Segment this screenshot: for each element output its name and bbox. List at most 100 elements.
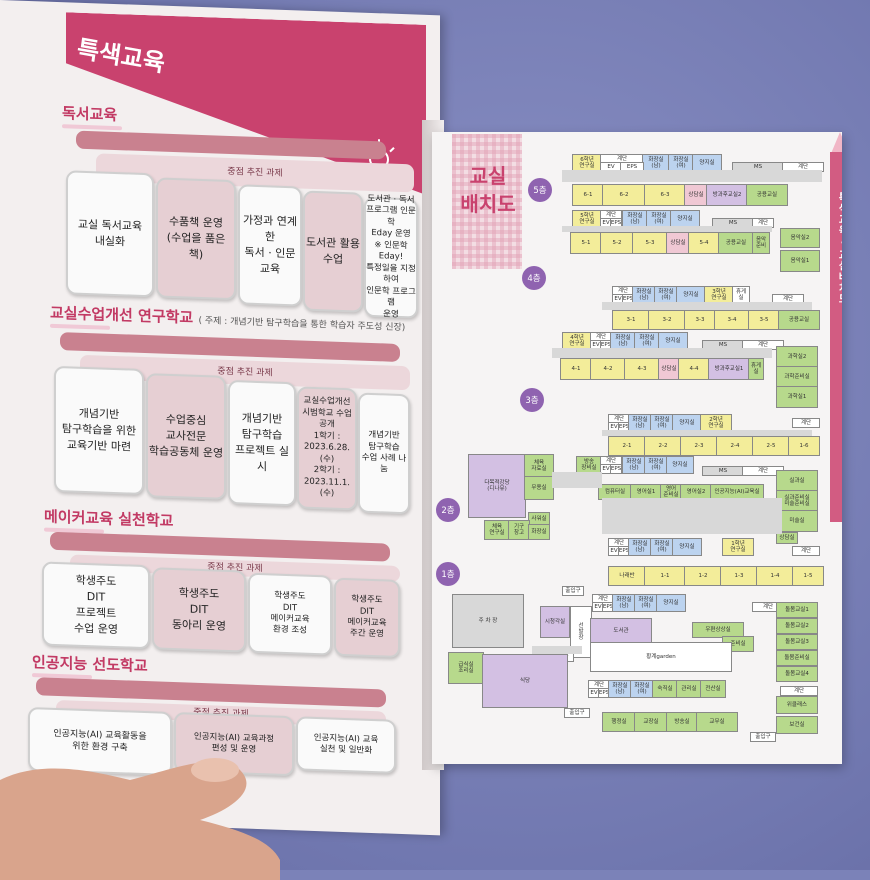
room-f1-39: 보건실 bbox=[776, 716, 818, 734]
hand-holding-book bbox=[0, 758, 280, 880]
research-subtitle: ( 주제 : 개념기반 탐구학습을 통한 학습자 주도성 신장) bbox=[198, 315, 406, 334]
room-f1-33: 돌봄교실2 bbox=[776, 618, 818, 634]
room-f1-12: 우편상상실 bbox=[692, 622, 744, 638]
room-f3-13: 4-4 bbox=[678, 358, 710, 380]
room-f2-24: 화장실 bbox=[528, 524, 550, 540]
room-f5-13: 방과후교실2 bbox=[706, 184, 748, 206]
pencil-icon bbox=[830, 152, 842, 522]
section-title-reading: 독서교육 bbox=[62, 104, 118, 125]
room-f3-17: 과학준비실 bbox=[776, 366, 818, 388]
room-f5-11: 6-3 bbox=[644, 184, 686, 206]
corridor bbox=[562, 226, 772, 232]
room-f3b-9: 2-2 bbox=[644, 436, 682, 456]
bookmark-pattern bbox=[452, 134, 522, 269]
room-f2b-5: 양지실 bbox=[672, 538, 702, 556]
room-f4-15: 음악 준비 bbox=[752, 232, 770, 254]
room-f2-2: 무용실 bbox=[524, 476, 554, 500]
room-f5-10: 6-2 bbox=[602, 184, 646, 206]
room-f2-1: 체육 자료실 bbox=[524, 454, 554, 478]
room-f2b-9: 1-1 bbox=[644, 566, 686, 586]
room-f3-4: 화장실 (남) bbox=[610, 332, 636, 350]
card-reading-3: 가정과 연계한 독서 · 인문교육 bbox=[238, 184, 302, 307]
room-f3b-13: 1-6 bbox=[788, 436, 820, 456]
room-f4-14: 공용교실 bbox=[718, 232, 754, 254]
room-f2b-7: 계단 bbox=[792, 546, 820, 556]
section-underline bbox=[62, 124, 122, 131]
room-f4b-4: 화장실 (여) bbox=[654, 286, 678, 304]
card-research-1: 개념기반 탐구학습을 위한 교육기반 마련 bbox=[54, 365, 144, 496]
room-f1-11: 도서관 bbox=[590, 618, 652, 644]
card-reading-2: 수품책 운영 (수업을 품은 책) bbox=[156, 177, 236, 301]
room-f3-12: 상담실 bbox=[658, 358, 680, 380]
room-f3b-8: 2-1 bbox=[608, 436, 646, 456]
room-f5-0: 6학년 연구실 bbox=[572, 154, 602, 172]
room-f1-28: 교장실 bbox=[634, 712, 668, 732]
room-f1-25: 관리실 bbox=[676, 680, 702, 698]
room-f1-1: 출입구 bbox=[562, 586, 584, 596]
room-f2b-4: 화장실 (여) bbox=[650, 538, 674, 556]
card-research-4: 교실수업개선 시범학교 수업 공개 1학기 : 2023.6.28.(수) 2학… bbox=[297, 386, 357, 511]
room-f1-23: 화장실 (여) bbox=[630, 680, 654, 698]
floor-2-badge: 2층 bbox=[436, 498, 460, 522]
card-maker-4: 학생주도 DIT 메이커교육 주간 운영 bbox=[334, 577, 400, 658]
room-f3b-12: 2-5 bbox=[752, 436, 790, 456]
room-f4-17: 음악실1 bbox=[780, 250, 820, 272]
room-f3b-10: 2-3 bbox=[680, 436, 718, 456]
card-maker-1: 학생주도 DIT 프로젝트 수업 운영 bbox=[42, 561, 150, 650]
room-f2-5: 화장실 (남) bbox=[622, 456, 646, 474]
room-f4-10: 5-2 bbox=[600, 232, 634, 254]
card-research-2: 수업중심 교사전문 학습공동체 운영 bbox=[146, 373, 226, 500]
room-f2-17: 실과실 bbox=[776, 470, 818, 492]
room-f2-22: 체육 연구실 bbox=[484, 520, 510, 540]
room-f2-10: MS bbox=[702, 466, 744, 476]
room-f1-29: 방송실 bbox=[666, 712, 698, 732]
card-reading-5: 도서관 · 독서 프로그램 인문학 Eday 운영 ※ 인문학Eday! 특정일… bbox=[364, 194, 418, 320]
floor-3-badge: 3층 bbox=[520, 388, 544, 412]
section-underline bbox=[50, 323, 110, 330]
room-f4-13: 5-4 bbox=[688, 232, 720, 254]
card-reading-1: 교실 독서교육 내실화 bbox=[66, 170, 154, 298]
room-f2b-12: 1-4 bbox=[756, 566, 794, 586]
room-f1-27: 행정실 bbox=[602, 712, 636, 732]
card-research-3: 개념기반 탐구학습 프로젝트 실시 bbox=[228, 379, 296, 507]
floor-1-badge: 1층 bbox=[436, 562, 460, 586]
room-f2-0: 다목적강당 (디나뮤) bbox=[468, 454, 526, 518]
research-title-text: 교실수업개선 연구학교 bbox=[50, 303, 194, 327]
room-f5-9: 6-1 bbox=[572, 184, 604, 206]
corridor bbox=[552, 348, 772, 358]
room-f5-14: 공용교실 bbox=[746, 184, 788, 206]
room-f3-11: 4-3 bbox=[624, 358, 660, 380]
left-page: 특색교육 독서교육 중점 추진 과제 교실 독서교육 내실화 수품책 운영 (수… bbox=[0, 0, 440, 836]
room-f1-6: 화장실 (여) bbox=[634, 594, 658, 612]
room-f2b-3: 화장실 (남) bbox=[628, 538, 652, 556]
room-f1-24: 숙직실 bbox=[652, 680, 678, 698]
room-f2-18: 실과준비실 미술준비실 bbox=[776, 490, 818, 512]
room-f4-12: 상담실 bbox=[666, 232, 690, 254]
bookmark-title: 교실 배치도 bbox=[460, 164, 516, 216]
room-f4-3: 화장실 (여) bbox=[646, 210, 672, 228]
school-name: YEONGYEONG ELEMENTARY SCHOOL bbox=[840, 572, 842, 730]
room-f4b-13: 3-5 bbox=[748, 310, 780, 330]
room-f2b-11: 1-3 bbox=[720, 566, 758, 586]
room-f2-9: 양지실 bbox=[666, 456, 694, 474]
room-f2-23: 기구 창고 bbox=[508, 520, 530, 540]
room-f2-8: EPS bbox=[610, 464, 622, 474]
room-f1-36: 돌봄교실4 bbox=[776, 666, 818, 682]
room-f4b-12: 3-4 bbox=[714, 310, 750, 330]
room-f1-9: 시청각실 bbox=[540, 606, 570, 638]
room-f1-31: 출입구 bbox=[750, 732, 776, 742]
room-f5-12: 상담실 bbox=[684, 184, 708, 206]
room-f4b-10: 3-2 bbox=[648, 310, 686, 330]
room-f1-26: 전산실 bbox=[700, 680, 726, 698]
room-f2b-8: 나래반 bbox=[608, 566, 646, 586]
floor-5-badge: 5층 bbox=[528, 178, 552, 202]
room-f3-16: 과학실2 bbox=[776, 346, 818, 368]
corridor bbox=[532, 646, 582, 654]
room-f3b-11: 2-4 bbox=[716, 436, 754, 456]
corridor bbox=[602, 498, 782, 534]
corridor bbox=[602, 430, 812, 436]
room-f1-32: 돌봄교실1 bbox=[776, 602, 818, 618]
room-f4-16: 음악실2 bbox=[780, 228, 820, 248]
room-f1-38: 위클래스 bbox=[776, 696, 818, 714]
room-f2-6: 화장실 (여) bbox=[644, 456, 668, 474]
